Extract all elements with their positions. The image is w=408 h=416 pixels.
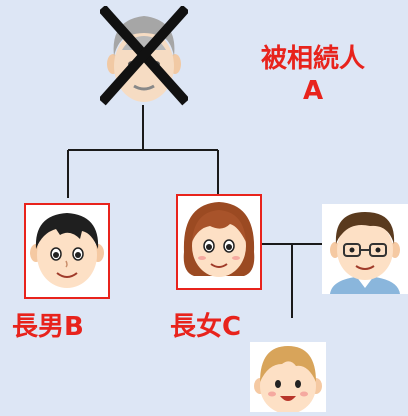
deceased-label-line1: 被相続人 (260, 44, 365, 74)
deceased-label: 被相続人 A (238, 44, 388, 106)
child-face-icon (254, 346, 322, 414)
deceased-label-line2: A (302, 76, 324, 106)
son-b-label: 長男B (12, 312, 84, 342)
elderly-man-crossed-out-icon (98, 4, 190, 106)
daughter-c-label: 長女C (170, 312, 242, 342)
son-b-card (24, 203, 110, 299)
girl-face-icon (183, 202, 255, 277)
boy-face-icon (30, 213, 104, 288)
daughter-c-card (176, 194, 262, 290)
man-with-glasses-icon (330, 212, 400, 294)
spouse-card (322, 204, 408, 294)
deceased-person (98, 4, 190, 110)
grandchild-card (250, 342, 326, 414)
